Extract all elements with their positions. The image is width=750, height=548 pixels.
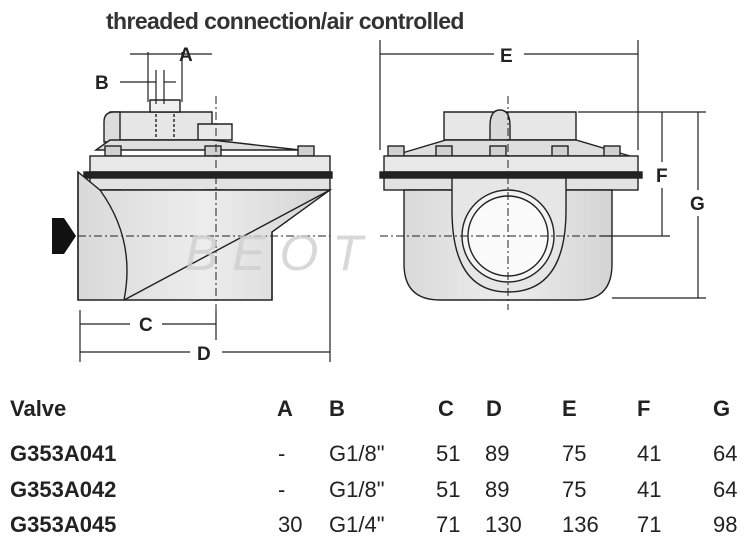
dimension-label-f: F [656,166,668,187]
watermark: B E O T [185,225,366,281]
table-row-3-b: G1/4" [329,512,385,537]
table-row-1-f: 41 [637,441,662,466]
valve-technical-drawing: A B C D [52,40,706,365]
table-row-2-e: 75 [562,477,587,502]
table-row-3-d: 130 [485,512,522,537]
dimension-label-a: A [179,45,193,66]
dimension-label-e: E [500,46,513,67]
table-row-1-c: 51 [436,441,461,466]
table-row-3-c: 71 [436,512,461,537]
header-g: G [713,396,731,421]
table-row-1-a: - [278,441,286,466]
table-row-1-g: 64 [713,441,738,466]
table-row-3-f: 71 [637,512,662,537]
table-row-2-valve: G353A042 [10,477,117,502]
table-row-3-g: 98 [713,512,738,537]
header-e: E [562,396,577,421]
header-valve: Valve [10,396,67,421]
front-view [379,96,643,310]
table-row-3-valve: G353A045 [10,512,117,537]
header-c: C [438,396,454,421]
table-row-3-e: 136 [562,512,599,537]
side-view [62,96,333,310]
table-row-2-d: 89 [485,477,510,502]
dimension-label-g: G [690,194,705,215]
header-d: D [486,396,502,421]
header-b: B [329,396,345,421]
side-view-dimensions [79,52,331,362]
table-row-1-d: 89 [485,441,510,466]
table-row-2-g: 64 [713,477,738,502]
header-f: F [637,396,651,421]
dimension-table: Valve A B C D E F G G353A041 - G1/8" 51 … [0,390,750,548]
inlet-arrow-icon [52,218,76,254]
table-row-2-f: 41 [637,477,662,502]
dimension-label-c: C [139,315,153,336]
header-a: A [277,396,293,421]
table-row-2-a: - [278,477,286,502]
table-row-3-a: 30 [278,512,303,537]
table-row-2-b: G1/8" [329,477,385,502]
dimension-label-b: B [95,73,109,94]
front-view-dimensions [379,40,706,299]
dimension-label-d: D [197,344,211,365]
table-row-2-c: 51 [436,477,461,502]
page-title: threaded connection/air controlled [106,8,464,34]
table-row-1-b: G1/8" [329,441,385,466]
table-row-1-valve: G353A041 [10,441,117,466]
table-row-1-e: 75 [562,441,587,466]
